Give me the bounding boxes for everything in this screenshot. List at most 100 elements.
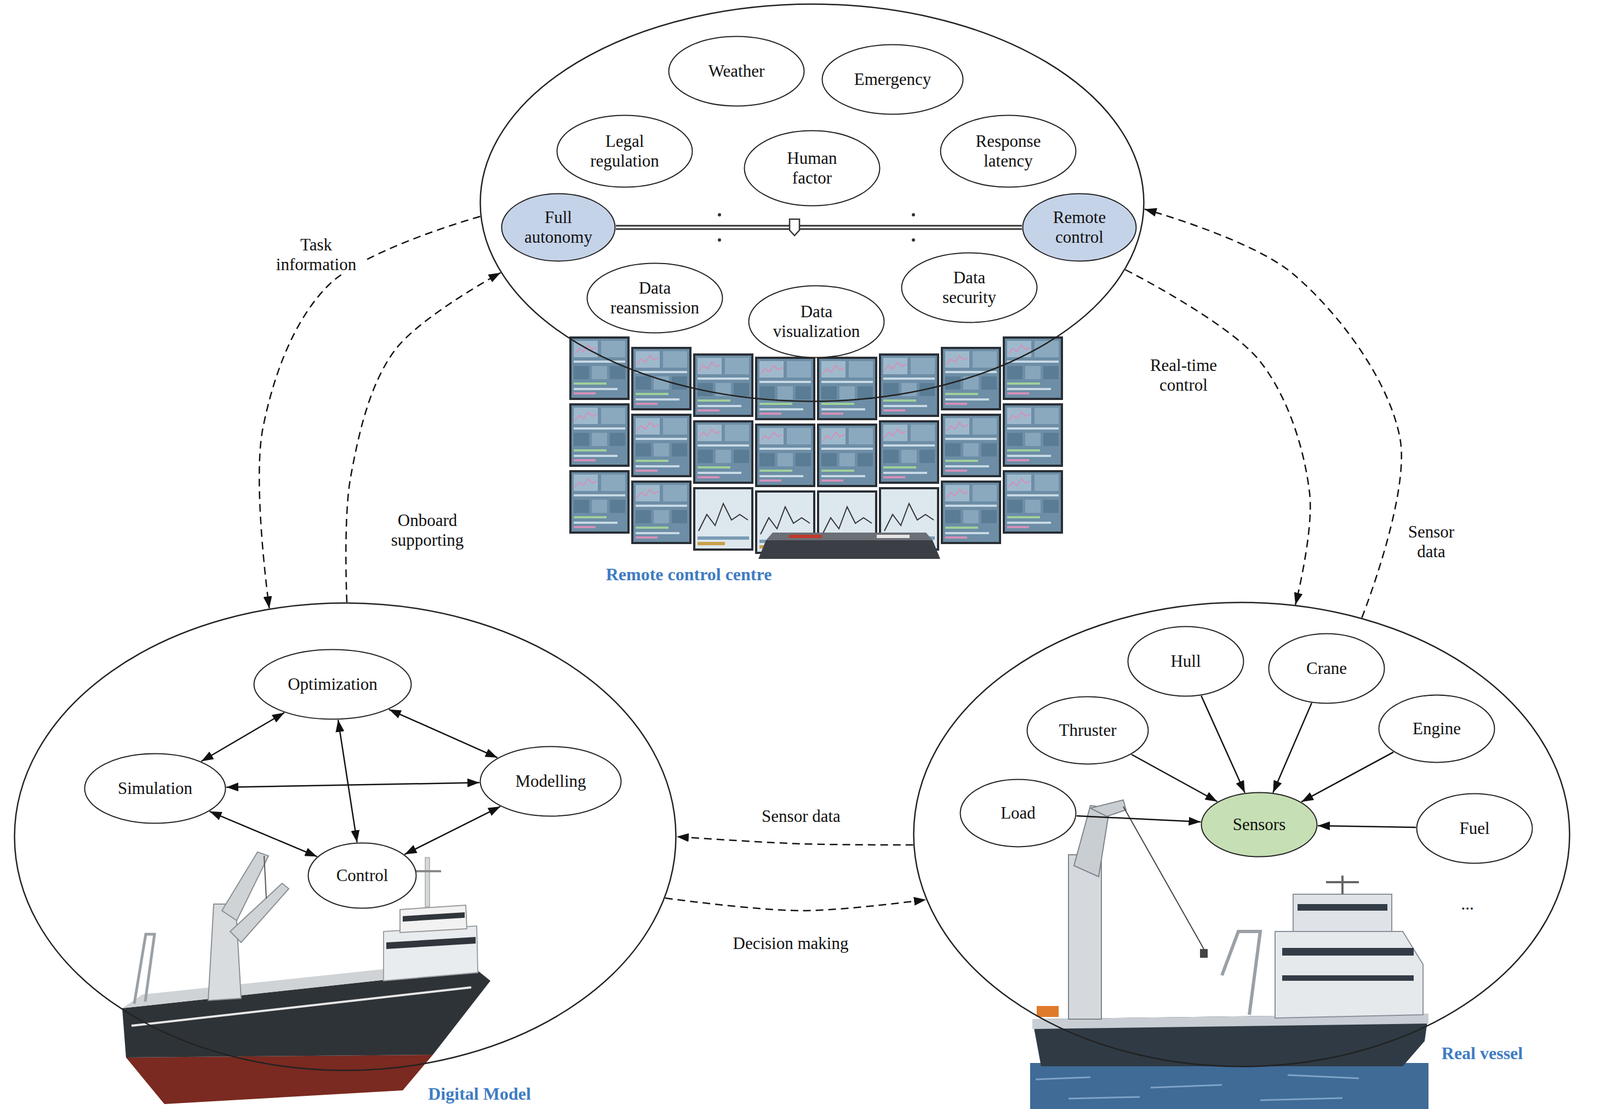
slider-tick xyxy=(717,213,722,217)
monitor xyxy=(1002,470,1064,534)
slider-track-inner xyxy=(615,226,1022,229)
dashed-flow-arrow xyxy=(676,836,914,845)
hull xyxy=(1032,1013,1429,1067)
hull-stripe xyxy=(131,987,472,1026)
monitor xyxy=(940,413,1002,478)
concept-ellipse: Load xyxy=(959,778,1077,848)
monitor xyxy=(1002,336,1064,400)
slider-track xyxy=(615,225,1022,231)
concept-label: Data security xyxy=(942,267,997,307)
ellipse-shape xyxy=(1023,193,1137,262)
concept-ellipse: Remote control xyxy=(1021,192,1137,262)
concept-ellipse: Sensors xyxy=(1200,791,1318,858)
monitor xyxy=(816,423,878,488)
concept-label: Engine xyxy=(1412,718,1461,739)
flow-label: Real-time control xyxy=(1133,355,1234,395)
ellipsis-note: ... xyxy=(1460,894,1474,914)
concept-ellipse: Emergency xyxy=(821,43,964,116)
monitor xyxy=(693,487,754,551)
ellipse-shape xyxy=(822,44,964,115)
ellipse-shape xyxy=(480,746,622,817)
region-ellipse: Real vessel Hull CraneThruster EngineLoadSe… xyxy=(912,601,1571,1068)
radar-mast xyxy=(1326,875,1359,895)
ellipse-shape xyxy=(669,36,805,107)
monitor xyxy=(816,356,878,421)
gantry xyxy=(1221,931,1261,1015)
concept-label: Data reansmission xyxy=(610,278,700,318)
concept-ellipse: Weather xyxy=(667,35,805,107)
sensor-arrow xyxy=(1301,752,1394,803)
concept-label: Data visualization xyxy=(773,301,860,341)
concept-label: Thruster xyxy=(1058,720,1117,741)
console-button xyxy=(876,534,910,539)
monitor xyxy=(693,353,754,417)
digital-ship xyxy=(122,852,491,1105)
concept-ellipse: Response latency xyxy=(939,114,1077,188)
concept-label: Simulation xyxy=(117,778,193,799)
console-front xyxy=(758,540,941,559)
mast-bar xyxy=(413,870,442,873)
concept-label: Remote control xyxy=(1053,207,1106,247)
concept-label: Crane xyxy=(1306,658,1347,679)
ellipse-shape xyxy=(480,4,1145,402)
region-heading: Real vessel xyxy=(1441,1043,1523,1064)
monitor xyxy=(940,480,1002,545)
hull-bottom xyxy=(126,1054,433,1105)
double-arrow xyxy=(389,709,498,758)
concept-ellipse: Crane xyxy=(1267,632,1386,705)
concept-ellipse: Hull xyxy=(1127,625,1245,697)
windows xyxy=(386,936,476,950)
monitor xyxy=(631,480,692,545)
concept-ellipse: Human factor xyxy=(743,129,881,207)
ellipse-shape xyxy=(1416,793,1533,864)
sensor-arrow xyxy=(1131,754,1217,802)
mast xyxy=(425,857,430,907)
sensor-arrow xyxy=(1201,695,1245,793)
ellipse-shape xyxy=(308,843,417,909)
concept-ellipse: Control xyxy=(307,842,417,910)
concept-label: Full autonomy xyxy=(524,207,593,247)
region-heading: Remote control centre xyxy=(606,564,773,585)
lifeboat xyxy=(1036,1006,1059,1017)
dashed-flow-arrow xyxy=(345,272,501,603)
concept-label: Sensors xyxy=(1232,814,1286,835)
flow-label: Sensor data xyxy=(759,806,843,827)
ellipse-shape xyxy=(1269,633,1385,704)
slider-tick xyxy=(717,238,722,242)
a-frame xyxy=(134,934,155,1004)
concept-ellipse: Full autonomy xyxy=(500,192,616,262)
ellipse-shape xyxy=(940,115,1077,188)
sensor-arrow xyxy=(1076,815,1202,822)
ellipse-shape xyxy=(1379,695,1495,763)
monitor xyxy=(878,420,940,484)
ellipse-shape xyxy=(557,115,693,188)
crane-cable xyxy=(264,855,267,899)
monitor xyxy=(755,423,816,488)
concept-label: Hull xyxy=(1170,651,1201,672)
superstructure xyxy=(1275,931,1424,1019)
bridge xyxy=(400,905,467,933)
ellipse-shape xyxy=(501,193,616,262)
concept-label: Weather xyxy=(708,61,765,82)
region-heading: Digital Model xyxy=(427,1083,531,1105)
double-arrow xyxy=(404,806,501,855)
superstructure xyxy=(383,926,478,981)
concept-label: Fuel xyxy=(1459,818,1490,839)
ellipse-shape xyxy=(1128,626,1244,697)
dashed-flow-arrow xyxy=(665,898,927,911)
concept-label: Emergency xyxy=(854,69,932,90)
concept-label: Response latency xyxy=(975,131,1042,171)
monitor xyxy=(569,336,630,400)
flow-label: Sensor data xyxy=(1398,522,1464,562)
double-arrow xyxy=(201,712,285,762)
monitor xyxy=(631,346,692,411)
concept-ellipse: Simulation xyxy=(83,752,227,825)
monitor xyxy=(569,403,630,467)
region-ellipse: Remote control centreWeatherEmergencyLeg… xyxy=(479,3,1145,403)
monitor xyxy=(569,470,630,534)
monitor xyxy=(878,353,940,417)
concept-label: Human factor xyxy=(786,148,837,188)
slider-tick xyxy=(911,213,916,217)
crane-arm xyxy=(230,883,289,943)
console-top xyxy=(766,532,933,541)
